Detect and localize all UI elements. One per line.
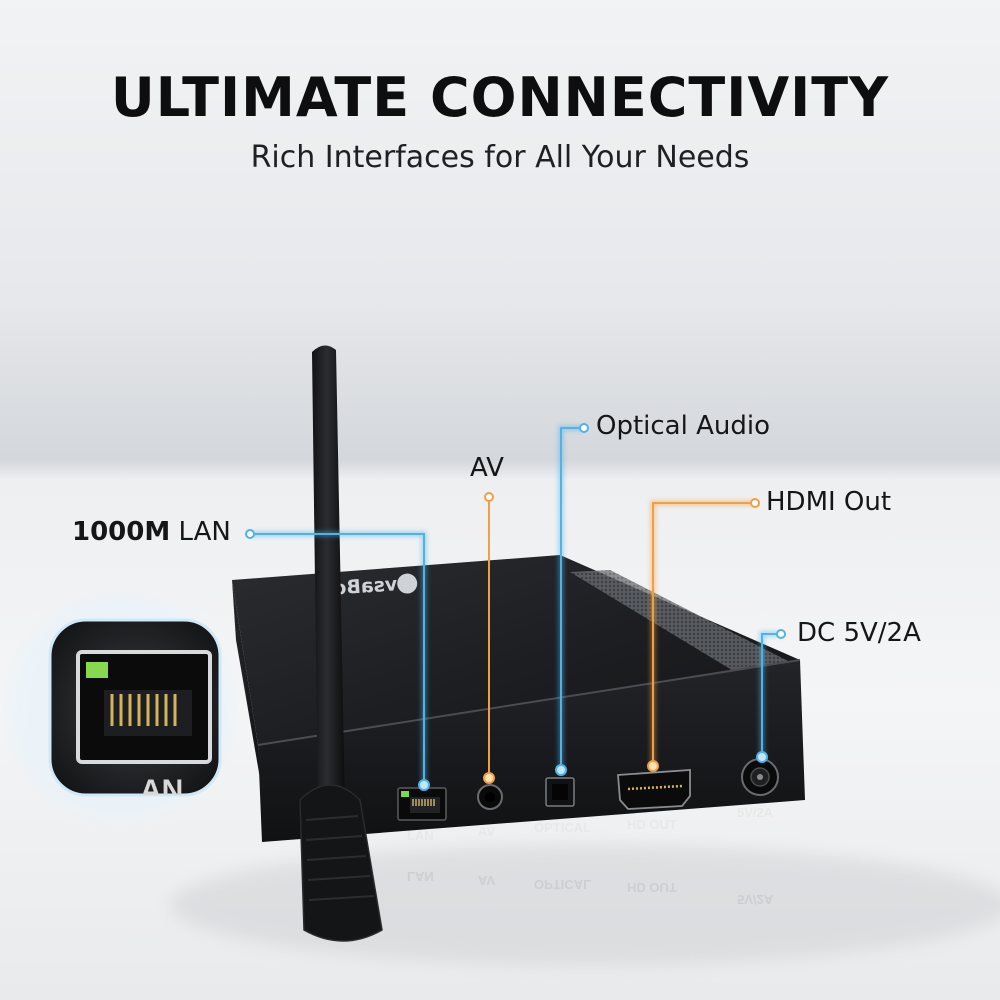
callout-av: AV	[470, 453, 504, 483]
headline-subtitle: Rich Interfaces for All Your Needs	[250, 140, 750, 175]
av-port[interactable]	[477, 784, 503, 810]
av-port-label: AV	[478, 824, 495, 839]
callout-optical-audio: Optical Audio	[596, 411, 771, 441]
tv-box: vsaBox LAN AV OPTICAL	[232, 555, 805, 907]
tv-box-left-side	[232, 580, 262, 790]
floor-shadow	[170, 845, 1000, 965]
callout-lan-text: LAN	[170, 517, 231, 547]
reflection-lan: LAN	[407, 869, 434, 884]
callout-lan: 1000M LAN	[72, 517, 231, 547]
callout-lines	[245, 423, 786, 791]
optical-port[interactable]	[545, 777, 575, 807]
reflection-optical: OPTICAL	[534, 877, 591, 892]
hdmi-port[interactable]	[617, 769, 691, 810]
callout-hdmi-out: HDMI Out	[766, 487, 892, 517]
lan-callout-line	[245, 529, 430, 791]
brand-icon	[397, 573, 418, 594]
antenna	[299, 345, 383, 942]
callout-dc-power: DC 5V/2A	[797, 618, 921, 648]
callout-lan-speed: 1000M	[72, 517, 171, 547]
reflection-power: 5V/2A	[737, 892, 774, 907]
zoom-lan-label: AN	[140, 774, 183, 807]
lan-port-label: LAN	[407, 828, 434, 843]
antenna-mast	[312, 345, 345, 812]
av-callout-line	[483, 492, 495, 784]
optical-callout-line	[555, 423, 589, 776]
lan-zoom-circle: AN	[8, 596, 232, 820]
optical-port-label: OPTICAL	[534, 820, 591, 835]
antenna-hinge	[299, 784, 383, 942]
power-port-label: 5V/2A	[737, 805, 774, 820]
dc-callout-line	[756, 629, 786, 763]
top-grille	[570, 570, 790, 678]
hdmi-port-label: HD OUT	[627, 817, 677, 832]
hdmi-callout-line	[647, 498, 760, 772]
reflection-hdmi: HD OUT	[627, 880, 677, 895]
dc-power-port[interactable]	[741, 758, 779, 796]
headline-title: ULTIMATE CONNECTIVITY	[110, 66, 890, 129]
lan-port[interactable]	[397, 787, 447, 821]
reflection-av: AV	[478, 873, 495, 888]
labels-reflection: LAN AV OPTICAL HD OUT 5V/2A	[407, 869, 774, 907]
